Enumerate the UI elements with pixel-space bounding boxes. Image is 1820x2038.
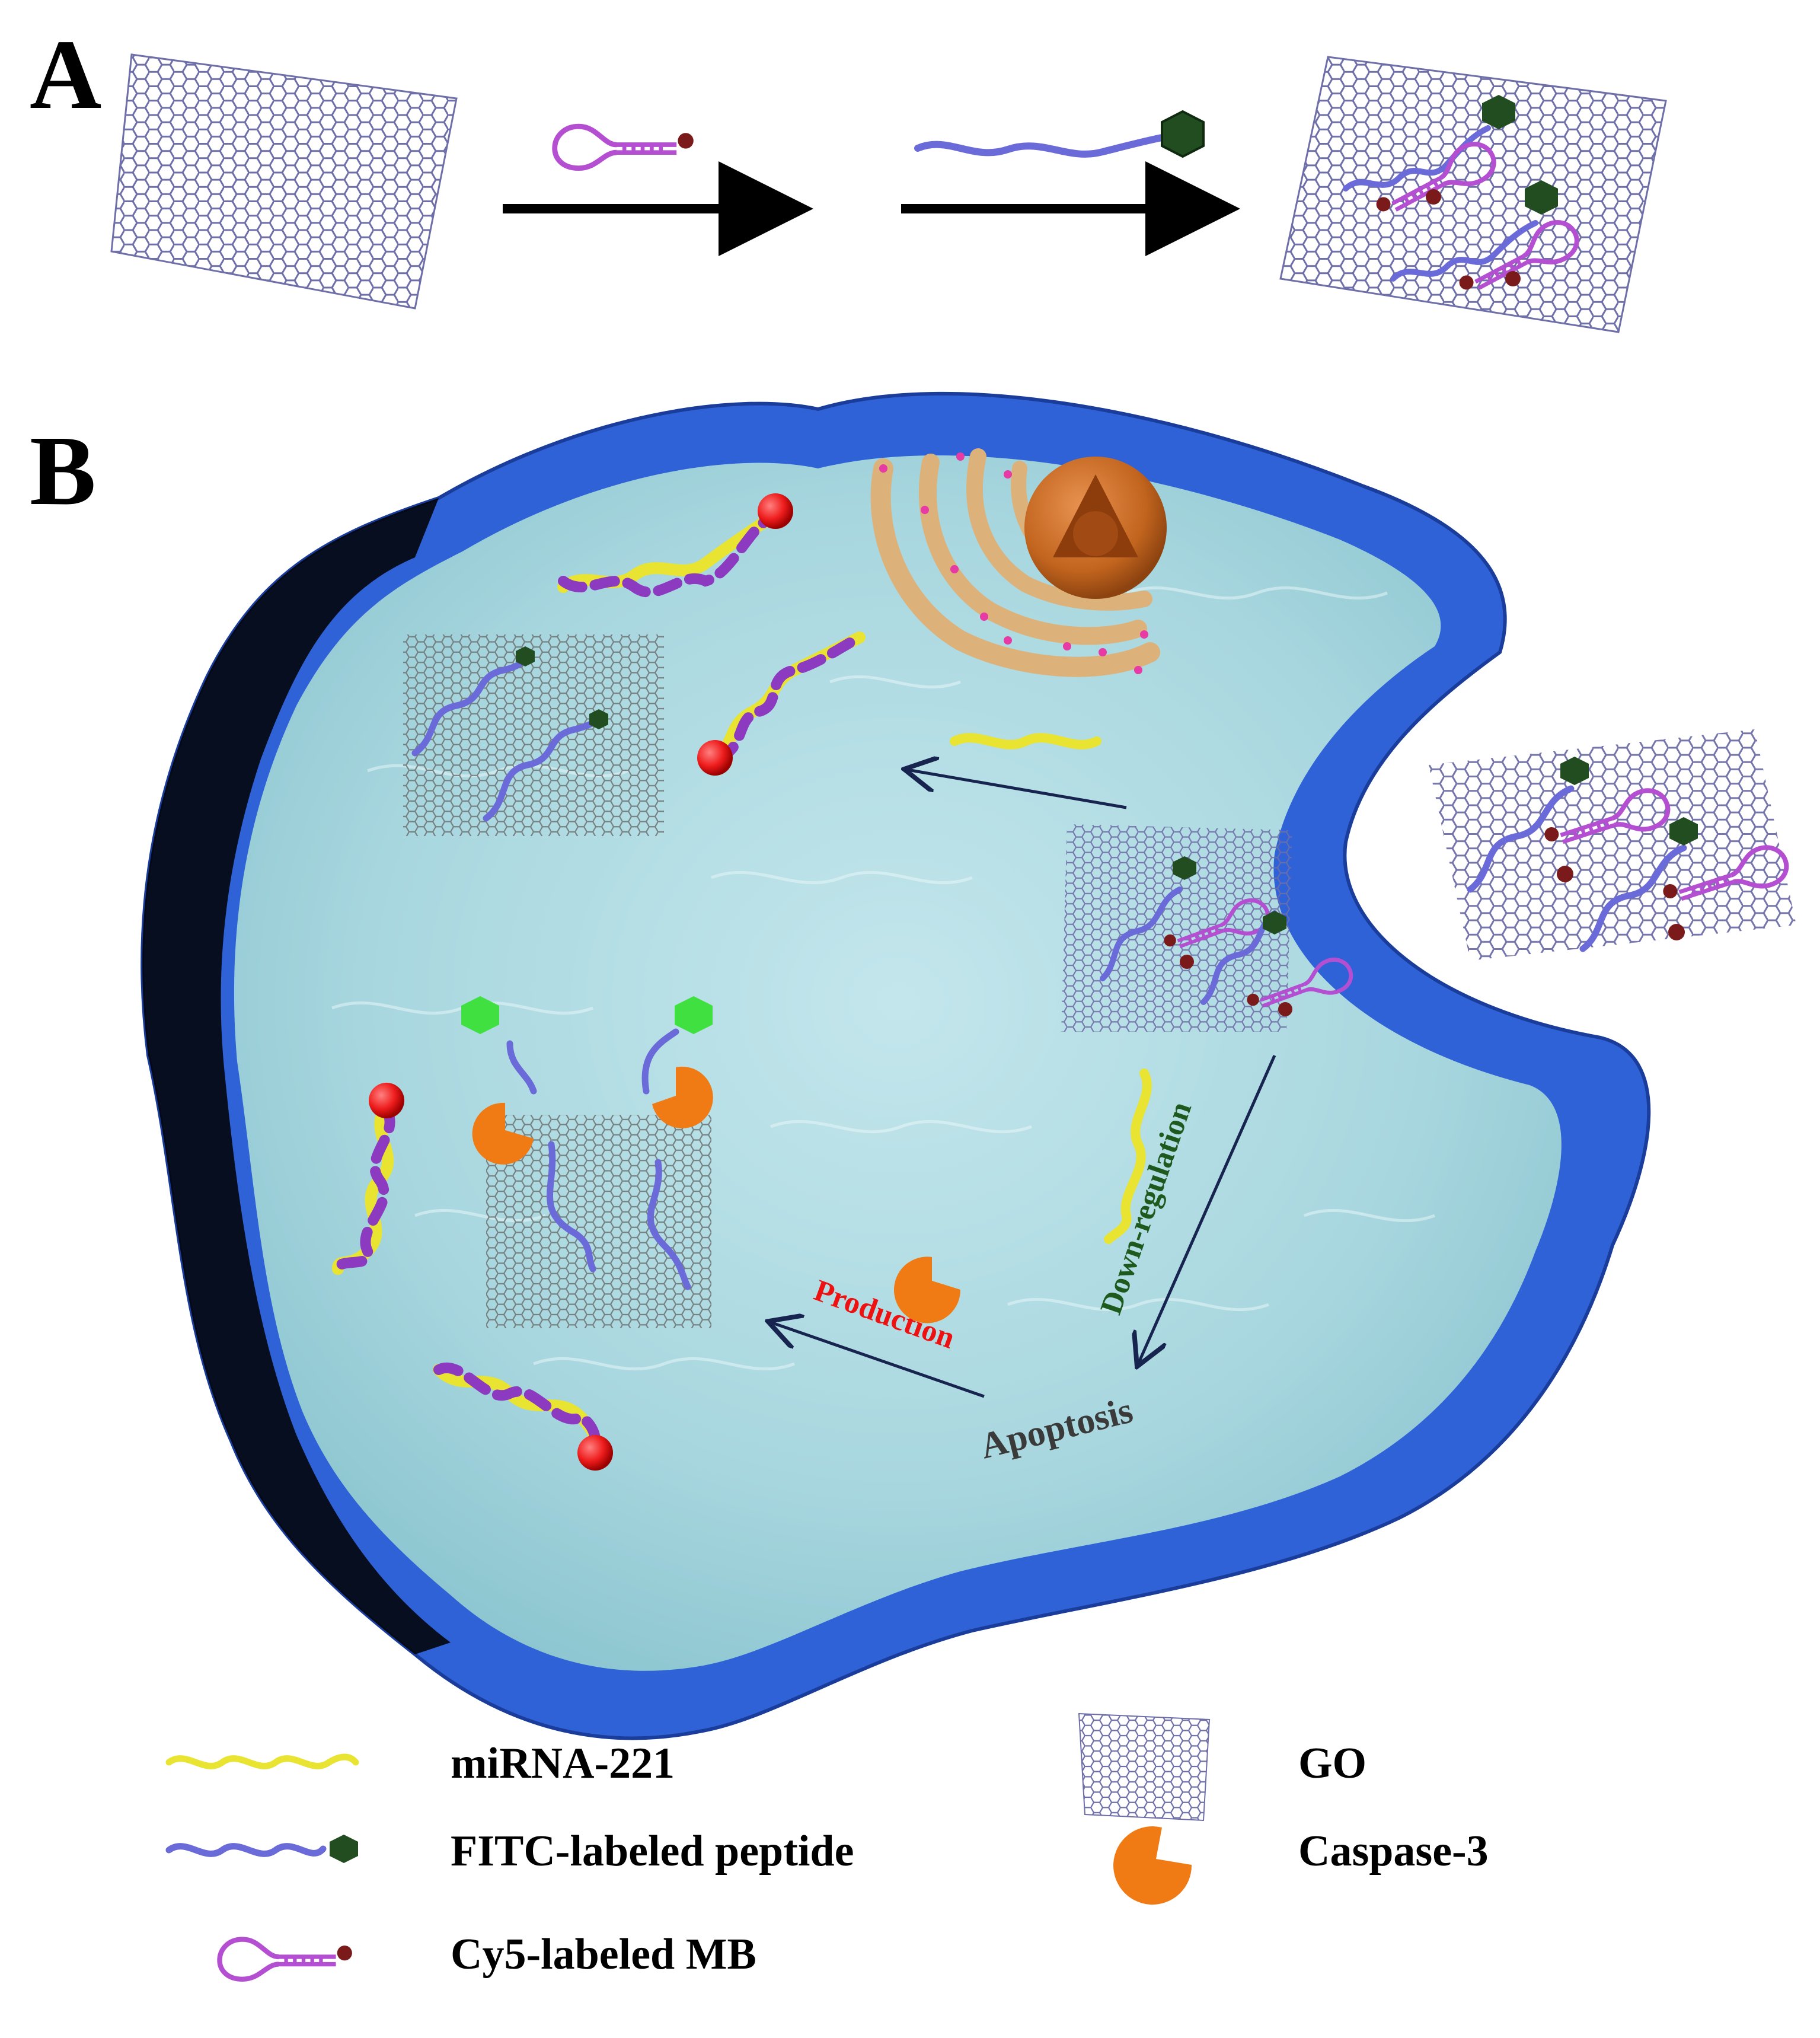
legend-mb-label: Cy5-labeled MB [451,1930,756,1979]
mirna-duplex-middle [697,632,866,776]
golgi-apparatus-icon [870,448,1160,677]
legend-caspase-label: Caspase-3 [1298,1827,1489,1876]
mirna-duplex-bottom [433,1362,613,1471]
mirna-221-strand-top [950,733,1101,750]
production-arrow [771,1322,985,1398]
legend-mirna-icon [165,1753,359,1769]
go-probe-complex-icon [1279,56,1667,333]
legend-go-label: GO [1298,1739,1366,1788]
legend-peptide-label: FITC-labeled peptide [451,1827,854,1876]
panel-b-label: B [30,416,96,526]
go-sheet-with-peptides [403,634,664,836]
go-sheet-icon [110,53,458,310]
legend-caspase-icon [1113,1826,1192,1905]
down-regulation-arrow [1138,1054,1276,1364]
mirna-duplex-left [332,1083,404,1275]
go-probe-complex-inside [1061,824,1355,1032]
molecular-beacon-icon [555,126,694,168]
panel-a-label: A [30,20,101,130]
legend-mirna-label: miRNA-221 [451,1739,675,1788]
legend-peptide-icon [165,1835,358,1863]
mirna-221-strand-right [1104,1069,1152,1244]
legend: miRNA-221 FITC-labeled peptide Cy5-label… [165,1712,1489,1979]
go-probe-complex-outside [1429,729,1796,961]
nucleus-icon [1024,457,1167,599]
mirna-duplex-top [557,493,793,598]
fitc-peptide-icon [914,110,1205,158]
legend-go-icon [1078,1712,1211,1822]
cell-body [141,391,1651,1740]
legend-mb-icon [219,1940,352,1979]
release-arrow [907,770,1127,809]
go-sheet-cleaved-peptides [461,996,713,1328]
caspase-3-icon-cell [894,1256,961,1323]
